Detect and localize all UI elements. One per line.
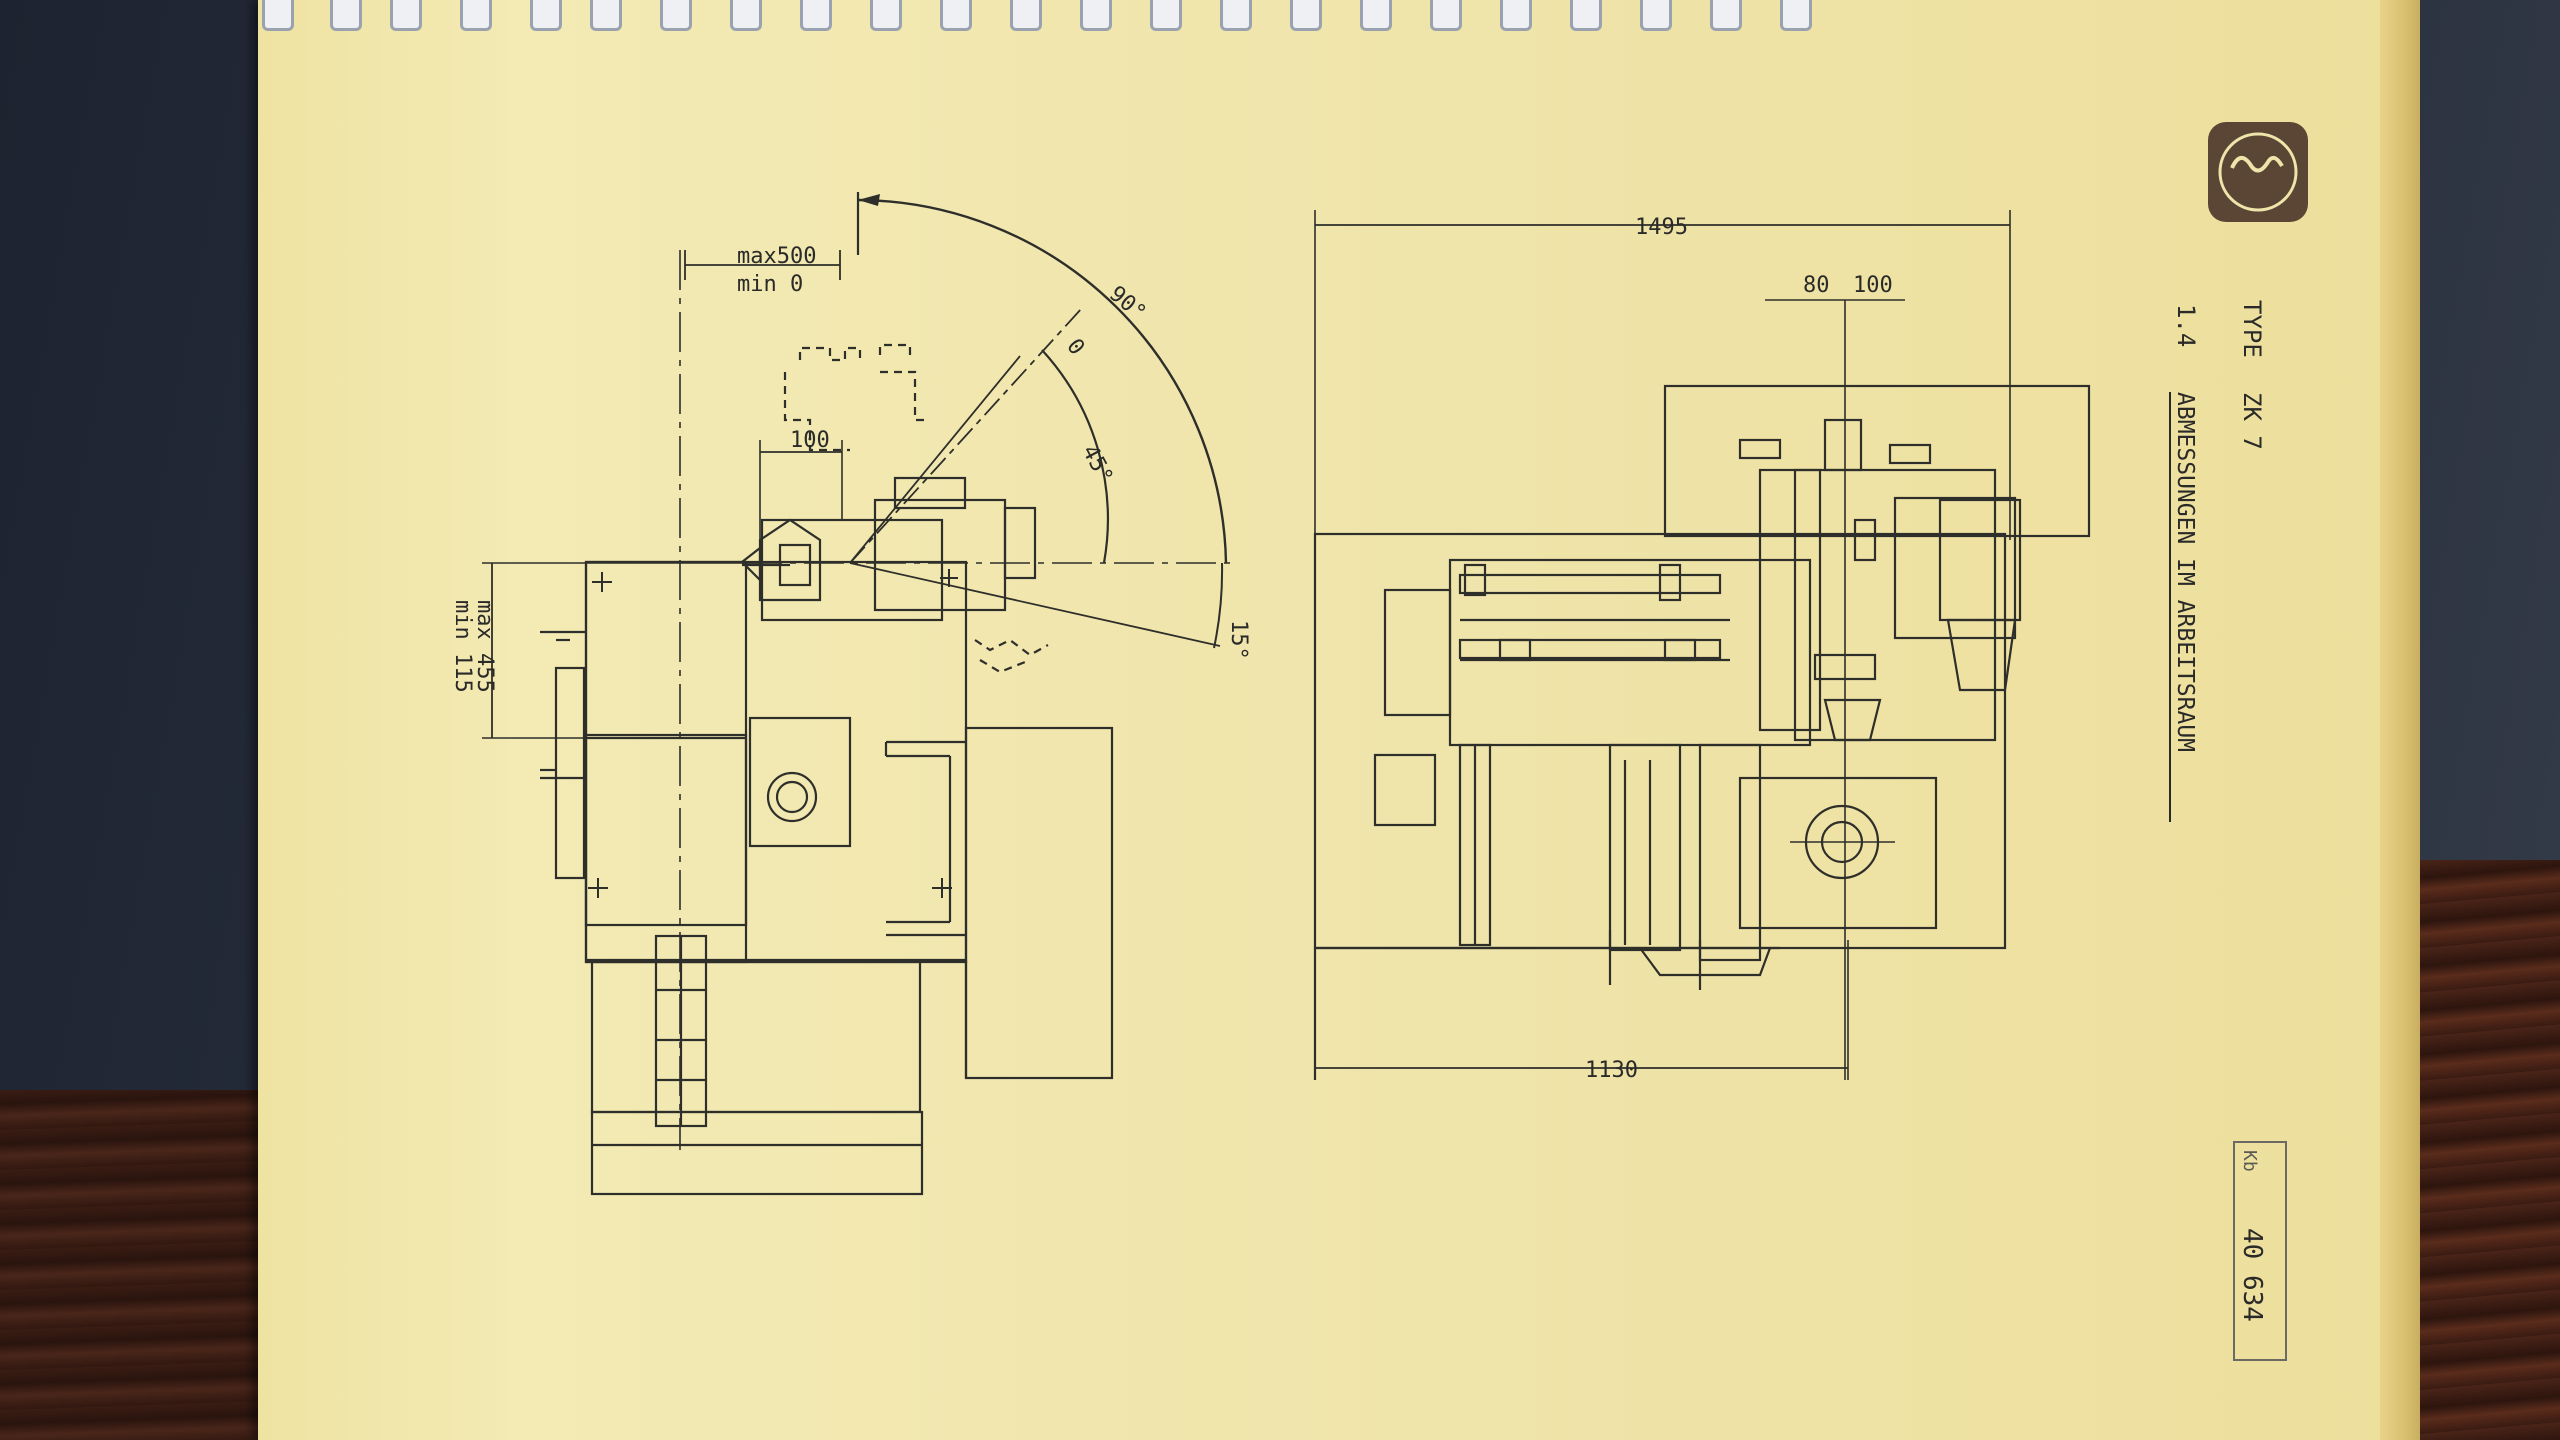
binder-ring	[330, 0, 362, 31]
binder-ring	[940, 0, 972, 31]
binder-ring	[1010, 0, 1042, 31]
binder-ring	[730, 0, 762, 31]
label-height-max: max 455	[472, 600, 497, 693]
footer-code-number: 40 634	[2237, 1228, 2267, 1322]
binder-ring	[870, 0, 902, 31]
label-base-1130: 1130	[1585, 1058, 1638, 1083]
binder-ring	[660, 0, 692, 31]
label-offset-100: 100	[790, 428, 830, 453]
binder-ring	[1500, 0, 1532, 31]
label-angle-90: 90°	[1104, 281, 1151, 326]
binder-ring	[1150, 0, 1182, 31]
right-machine-drawing	[1313, 210, 2091, 1080]
type-value: ZK 7	[2238, 392, 2266, 450]
manufacturer-logo	[2208, 122, 2308, 222]
binder-ring	[530, 0, 562, 31]
binder-ring	[1710, 0, 1742, 31]
document-code-box	[2233, 1141, 2287, 1361]
binder-ring	[1780, 0, 1812, 31]
label-max-reach: max500	[737, 244, 816, 269]
binder-ring	[1360, 0, 1392, 31]
section-title: ABMESSUNGEN IM ARBEITSRAUM	[2172, 392, 2198, 752]
binder-ring	[1220, 0, 1252, 31]
label-width-1495: 1495	[1635, 215, 1688, 240]
label-spindle-80: 80	[1803, 273, 1830, 298]
label-min-reach: min 0	[737, 272, 803, 297]
binder-ring	[1080, 0, 1112, 31]
page-edge	[2380, 0, 2420, 1440]
section-number: 1.4	[2172, 304, 2200, 347]
binder-ring	[800, 0, 832, 31]
binder-ring	[590, 0, 622, 31]
type-label: TYPE	[2238, 300, 2266, 358]
manual-page	[258, 0, 2410, 1440]
left-machine-drawing	[482, 192, 1230, 1196]
wood-table-right	[2420, 860, 2560, 1440]
binder-ring	[390, 0, 422, 31]
label-angle-15: 15°	[1226, 620, 1251, 660]
footer-code-label: Kb	[2239, 1150, 2260, 1172]
binder-ring	[460, 0, 492, 31]
label-angle-0: 0	[1061, 334, 1089, 360]
label-spindle-100: 100	[1853, 273, 1893, 298]
binder-ring	[262, 0, 294, 31]
binder-ring	[1640, 0, 1672, 31]
label-angle-45: 45°	[1077, 441, 1118, 488]
binder-ring	[1430, 0, 1462, 31]
label-height-min: min 115	[450, 600, 475, 693]
binder-ring	[1290, 0, 1322, 31]
binder-ring	[1570, 0, 1602, 31]
